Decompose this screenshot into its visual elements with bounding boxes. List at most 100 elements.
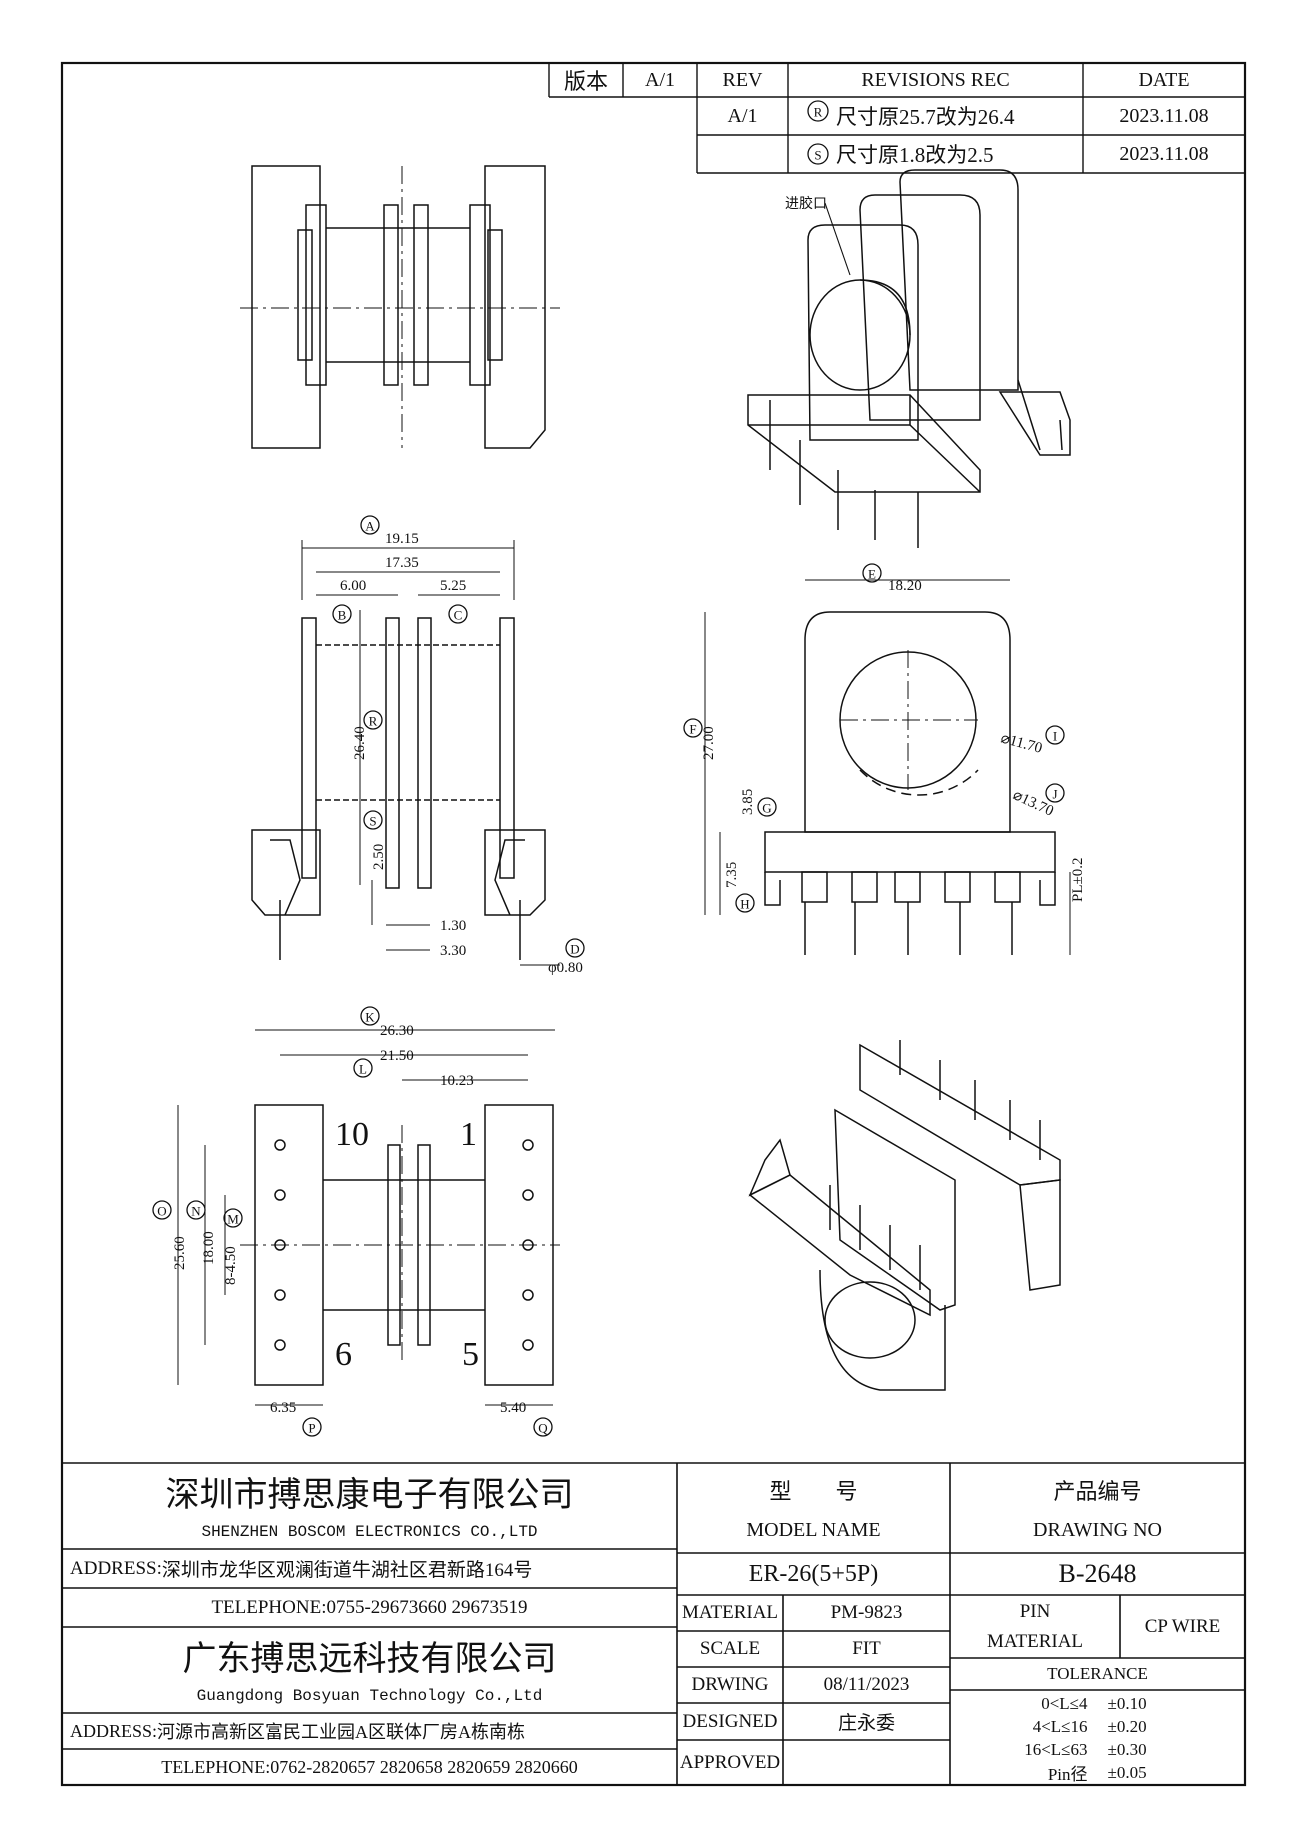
svg-text:PL±0.2: PL±0.2 — [1070, 858, 1086, 903]
rev-row-2-rev — [697, 135, 788, 173]
svg-text:B: B — [338, 608, 347, 623]
svg-text:Q: Q — [538, 1421, 548, 1436]
tolerance-row: Pin径 ±0.05 — [950, 1761, 1245, 1785]
marker-R — [363, 710, 383, 730]
model-value: ER-26(5+5P) — [748, 1560, 879, 1587]
top-side-view — [240, 165, 560, 449]
marker-K — [360, 1006, 380, 1026]
svg-text:O: O — [157, 1204, 166, 1219]
pin-number-labels: 10 1 6 5 — [335, 1116, 479, 1373]
rev-row-2-date: 2023.11.08 — [1119, 142, 1209, 165]
marker-E — [862, 563, 882, 583]
svg-text:J: J — [1052, 787, 1057, 802]
svg-text:25.60: 25.60 — [172, 1236, 188, 1270]
marker-N — [186, 1200, 206, 1220]
svg-text:21.50: 21.50 — [380, 1048, 414, 1064]
svg-text:F: F — [689, 722, 696, 737]
tolerance-range: Pin径 — [1047, 1765, 1088, 1784]
company-2-chinese: 广东搏思远科技有限公司 — [182, 1640, 557, 1678]
model-label-cn: 型 号 — [769, 1479, 858, 1504]
svg-text:26.40: 26.40 — [352, 726, 368, 760]
marker-B — [332, 604, 352, 624]
svg-text:3.85: 3.85 — [740, 789, 756, 815]
svg-text:6.00: 6.00 — [340, 578, 366, 594]
address-1-label: ADDRESS: — [70, 1557, 162, 1579]
svg-text:R: R — [369, 714, 378, 729]
approved-label: APPROVED — [679, 1751, 781, 1773]
designed-label: DESIGNED — [682, 1710, 778, 1732]
side-view-dimensioned — [251, 540, 560, 966]
pin-material-label-2: MATERIAL — [986, 1631, 1084, 1652]
isometric-view-top — [747, 169, 1071, 548]
revisions-header: REVISIONS REC — [861, 68, 1010, 91]
svg-text:S: S — [369, 814, 376, 829]
svg-text:M: M — [227, 1212, 239, 1227]
telephone-1-label: TELEPHONE: — [211, 1596, 327, 1618]
marker-L — [353, 1058, 373, 1078]
svg-text:φ0.80: φ0.80 — [548, 960, 583, 976]
marker-P — [302, 1417, 322, 1437]
company-1-chinese: 深圳市搏思康电子有限公司 — [165, 1476, 574, 1514]
drawing-no-label-cn: 产品编号 — [1053, 1479, 1142, 1504]
svg-text:1.30: 1.30 — [440, 918, 466, 934]
tolerance-value: ±0.30 — [1107, 1739, 1147, 1759]
pin-material-value: CP WIRE — [1144, 1615, 1221, 1637]
rev-row-1-text: 尺寸原25.7改为26.4 — [836, 105, 1015, 129]
svg-text:27.00: 27.00 — [701, 726, 717, 760]
telephone-1-value: 0755-29673660 29673519 — [326, 1596, 528, 1618]
rev-marker-S — [807, 143, 829, 165]
telephone-2-value: 0762-2820657 2820658 2820659 2820660 — [270, 1756, 578, 1777]
marker-F — [683, 718, 703, 738]
svg-text:19.15: 19.15 — [385, 531, 419, 547]
svg-text:N: N — [191, 1204, 201, 1219]
marker-M — [223, 1208, 243, 1228]
tolerance-value: ±0.05 — [1107, 1762, 1147, 1782]
svg-text:2.50: 2.50 — [371, 844, 387, 870]
isometric-view-bottom — [748, 1040, 1061, 1391]
rev-header: REV — [722, 68, 763, 91]
company-2-address: ADDRESS: 河源市高新区富民工业园A区联体厂房A栋南栋 — [64, 1713, 681, 1749]
svg-text:I: I — [1053, 729, 1057, 744]
pin-material-label-1: PIN — [1019, 1601, 1051, 1622]
bottom-view-dimensioned — [177, 1029, 560, 1406]
svg-text:10.23: 10.23 — [440, 1073, 474, 1089]
svg-text:⌀11.70: ⌀11.70 — [999, 730, 1044, 756]
revision-table-grid — [548, 63, 1245, 174]
tolerance-row: 0<L≤4 ±0.10 — [950, 1692, 1245, 1715]
svg-text:E: E — [868, 567, 876, 582]
svg-text:5: 5 — [462, 1336, 479, 1373]
svg-text:3.30: 3.30 — [440, 943, 466, 959]
company-2-english: Guangdong Bosyuan Technology Co.,Ltd — [196, 1686, 543, 1705]
svg-text:10: 10 — [335, 1116, 369, 1153]
svg-text:18.00: 18.00 — [201, 1231, 217, 1265]
address-2-label: ADDRESS: — [70, 1720, 158, 1741]
version-label: 版本 — [563, 69, 608, 94]
marker-S — [363, 810, 383, 830]
title-block-grid — [62, 1462, 1245, 1785]
svg-text:⌀13.70: ⌀13.70 — [1010, 787, 1056, 820]
svg-text:D: D — [570, 942, 579, 957]
tolerance-table: 0<L≤4 ±0.10 4<L≤16 ±0.20 16<L≤63 ±0.30 P… — [950, 1692, 1245, 1785]
tolerance-range: 16<L≤63 — [1024, 1739, 1088, 1759]
scale-value: FIT — [852, 1638, 881, 1659]
marker-A — [360, 515, 380, 535]
svg-text:C: C — [454, 608, 463, 623]
rev-row-1-rev: A/1 — [727, 104, 758, 127]
svg-text:L: L — [359, 1062, 367, 1077]
marker-J — [1045, 783, 1065, 803]
svg-text:5.40: 5.40 — [500, 1400, 526, 1416]
drawing-no-value: B-2648 — [1058, 1559, 1137, 1588]
svg-text:R: R — [814, 105, 823, 120]
tolerance-row: 4<L≤16 ±0.20 — [950, 1715, 1245, 1738]
version-value: A/1 — [645, 68, 675, 91]
drawing-no-label-en: DRAWING NO — [1033, 1518, 1162, 1541]
drawing-date-value: 08/11/2023 — [823, 1674, 910, 1695]
svg-text:18.20: 18.20 — [888, 578, 922, 594]
tolerance-range: 4<L≤16 — [1032, 1716, 1088, 1736]
marker-Q — [533, 1417, 553, 1437]
designed-value: 庄永委 — [837, 1713, 895, 1734]
tolerance-range: 0<L≤4 — [1041, 1693, 1088, 1713]
dimension-markers — [152, 100, 1065, 1437]
svg-text:K: K — [365, 1010, 375, 1025]
company-1-address: ADDRESS: 深圳市龙华区观澜街道牛湖社区君新路164号 — [64, 1549, 681, 1588]
